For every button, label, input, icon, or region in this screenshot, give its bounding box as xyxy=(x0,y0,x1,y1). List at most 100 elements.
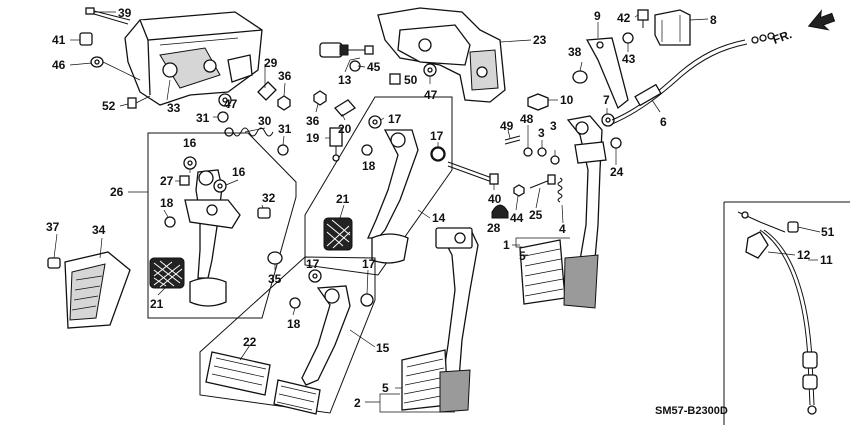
bushing-47a xyxy=(218,93,232,107)
callout-14: 14 xyxy=(432,211,446,225)
box-26 xyxy=(147,132,297,319)
callout-5b: 5 xyxy=(382,381,389,395)
callout-28: 28 xyxy=(487,221,501,235)
clip-51 xyxy=(787,221,799,233)
callout-7: 7 xyxy=(603,93,610,107)
nut-36b xyxy=(313,90,327,106)
nut-46 xyxy=(90,56,141,81)
callout-44: 44 xyxy=(510,211,524,225)
callout-27: 27 xyxy=(160,174,174,188)
bolt-18a xyxy=(164,216,176,228)
leader-lines xyxy=(53,11,821,413)
callout-9: 9 xyxy=(594,9,601,23)
callout-48: 48 xyxy=(520,112,534,126)
switch-19 xyxy=(329,127,343,162)
bolt-18b xyxy=(361,144,373,156)
collar-27 xyxy=(179,175,190,186)
nut-32 xyxy=(257,207,271,219)
diagram-code: SM57-B2300D xyxy=(655,405,728,417)
front-direction-arrow: FR. xyxy=(771,9,836,47)
spring-4 xyxy=(557,177,563,203)
callout-17d: 17 xyxy=(362,257,376,271)
callout-34: 34 xyxy=(92,223,106,237)
callout-8: 8 xyxy=(710,13,717,27)
bushing-17c xyxy=(308,269,322,283)
nut-44 xyxy=(513,184,525,197)
callout-10: 10 xyxy=(560,93,574,107)
callout-2: 2 xyxy=(354,396,361,410)
callout-16b: 16 xyxy=(232,165,246,179)
cap-28 xyxy=(491,204,509,219)
washer-3b xyxy=(550,155,560,165)
pedal-assembly-1 xyxy=(519,115,607,309)
callout-22: 22 xyxy=(243,335,257,349)
callout-13: 13 xyxy=(338,73,352,87)
clip-31b xyxy=(277,144,289,156)
box-14 xyxy=(304,96,453,276)
nut-36a xyxy=(277,95,291,111)
callout-3a: 3 xyxy=(538,126,545,140)
callout-12: 12 xyxy=(797,248,811,262)
callout-33: 33 xyxy=(167,101,181,115)
bolt-39 xyxy=(85,7,131,25)
callout-43: 43 xyxy=(622,52,636,66)
callout-41: 41 xyxy=(52,33,66,47)
front-direction-label: FR. xyxy=(771,27,794,47)
callout-21b: 21 xyxy=(336,192,350,206)
callout-45: 45 xyxy=(367,60,381,74)
clip-7 xyxy=(601,113,615,127)
washer-48 xyxy=(523,147,533,157)
callout-31a: 31 xyxy=(196,111,210,125)
pin-20 xyxy=(334,99,356,117)
callout-51: 51 xyxy=(821,225,835,239)
callout-5a: 5 xyxy=(519,249,526,263)
cable-11 xyxy=(737,211,818,415)
callout-11: 11 xyxy=(820,253,833,267)
bushing-24 xyxy=(610,137,622,149)
callout-47a: 47 xyxy=(224,97,238,111)
callout-37: 37 xyxy=(46,220,60,234)
callout-19: 19 xyxy=(306,131,320,145)
bolt-18c xyxy=(289,297,301,309)
pedal-pad-22 xyxy=(205,351,321,415)
pedal-pad-21a xyxy=(149,257,185,289)
callout-39: 39 xyxy=(118,6,132,20)
cap-35 xyxy=(267,251,283,265)
callout-6: 6 xyxy=(660,115,667,129)
callout-numbers: 39 41 46 52 33 31 47 29 36 30 31 26 16 2… xyxy=(46,6,835,410)
callout-4: 4 xyxy=(559,222,566,236)
callout-52: 52 xyxy=(102,99,116,113)
callout-31b: 31 xyxy=(278,122,292,136)
switch-13 xyxy=(319,42,374,58)
bolt-42 xyxy=(637,9,649,28)
clip-31a xyxy=(217,111,229,123)
callout-26: 26 xyxy=(110,185,124,199)
callout-3b: 3 xyxy=(550,119,557,133)
callout-36b: 36 xyxy=(306,114,320,128)
brake-pedal-arm xyxy=(366,129,446,264)
switch-34 xyxy=(64,251,131,329)
lower-pedal-arm xyxy=(301,285,374,386)
bolt-25 xyxy=(529,174,556,189)
callout-17c: 17 xyxy=(306,257,320,271)
clutch-pedal-arm xyxy=(184,169,241,307)
bolt-40 xyxy=(447,161,499,185)
bushing-17b xyxy=(431,147,445,161)
bushing-10 xyxy=(527,93,549,111)
nut-41 xyxy=(79,32,93,46)
washer-50 xyxy=(389,73,401,85)
pedal-assembly-2 xyxy=(401,227,479,413)
washer-3a xyxy=(537,147,547,157)
clip-12 xyxy=(745,231,769,259)
callout-18c: 18 xyxy=(287,317,301,331)
pedal-bracket-33 xyxy=(124,11,263,106)
box-15 xyxy=(199,256,376,414)
callout-15: 15 xyxy=(376,341,390,355)
callout-18b: 18 xyxy=(362,159,376,173)
pin-29 xyxy=(257,81,277,101)
bracket-23 xyxy=(377,7,506,103)
callout-16a: 16 xyxy=(183,136,197,150)
callout-47b: 47 xyxy=(424,88,438,102)
callout-49: 49 xyxy=(500,119,514,133)
bushing-17a xyxy=(368,115,382,129)
